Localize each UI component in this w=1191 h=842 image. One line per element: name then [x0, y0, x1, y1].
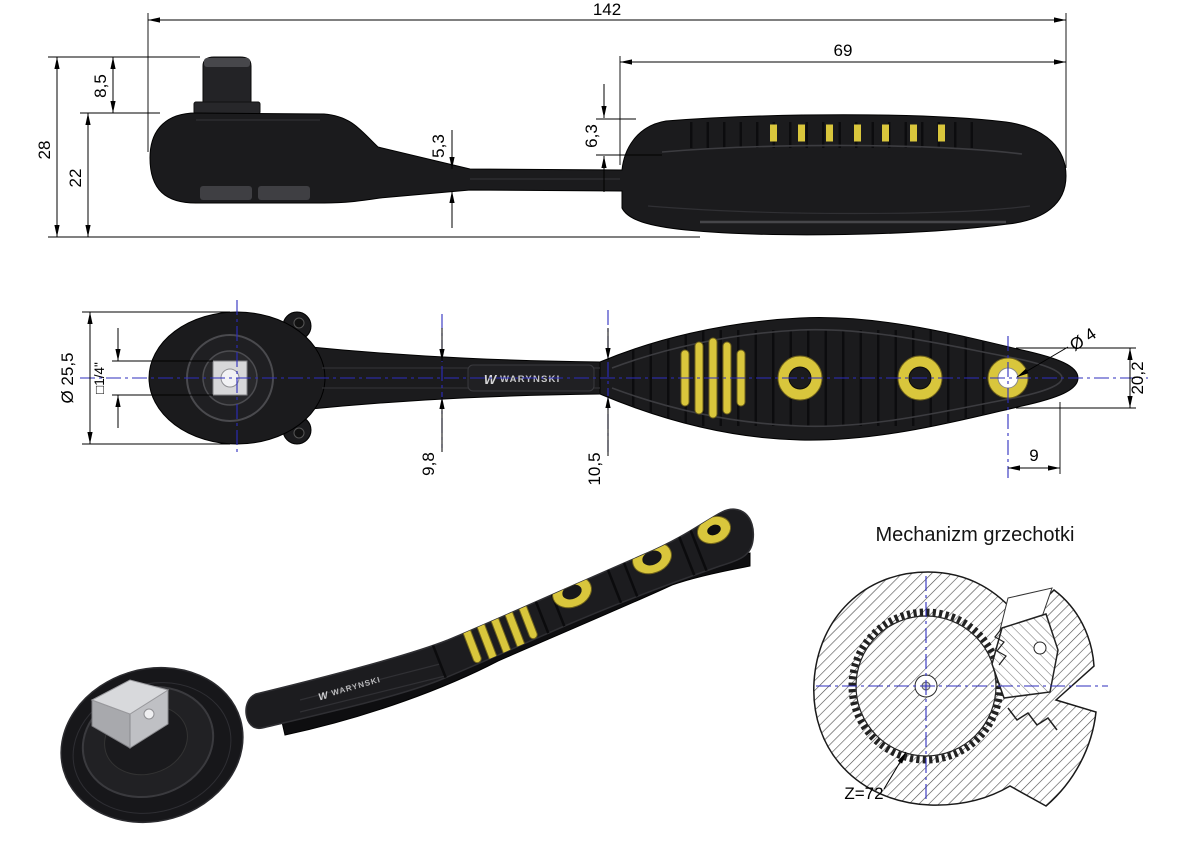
dim-head-height: 22: [66, 112, 160, 237]
handle-3d-top: [245, 508, 755, 729]
svg-text:69: 69: [834, 41, 853, 60]
square-drive-3d: [90, 679, 170, 749]
svg-text:10,5: 10,5: [585, 452, 604, 485]
head-plate-right: [258, 186, 310, 200]
dim-neck-thickness: 5,3: [429, 130, 455, 228]
dim-neck-width: 9,8: [419, 328, 445, 476]
svg-text:□1/4": □1/4": [92, 362, 107, 394]
svg-text:Z=72: Z=72: [844, 784, 883, 803]
dim-total-length: 142: [147, 0, 1067, 168]
dim-drive-height: 8,5: [91, 57, 116, 113]
head-3d: [60, 666, 244, 824]
dim-head-diameter: Ø 25,5: [58, 311, 230, 445]
dim-handle-length: 69: [619, 41, 1066, 165]
dim-square-drive: □1/4": [92, 328, 213, 428]
svg-text:9,8: 9,8: [419, 452, 438, 476]
brand-logo-w: W: [484, 372, 498, 387]
svg-text:5,3: 5,3: [429, 134, 448, 158]
ratchet-body-side: [149, 112, 1067, 236]
mechanism-title: Mechanizm grzechotki: [876, 524, 1075, 546]
dim-hole-offset: 9: [1008, 402, 1061, 474]
svg-text:Ø 4: Ø 4: [1066, 324, 1099, 355]
svg-text:28: 28: [35, 141, 54, 160]
side-view: 142 69 28 22 8,5 5,3: [35, 0, 1067, 238]
dim-end-width: 20,2: [1016, 347, 1147, 409]
perspective-view: W WARYNSKI: [60, 508, 755, 824]
dim-handle-top-offset: 6,3: [582, 84, 662, 192]
mechanism-detail: Mechanizm grzechotki Z=72: [813, 524, 1108, 807]
svg-text:6,3: 6,3: [582, 124, 601, 148]
teeth-count-label: Z=72: [844, 751, 907, 803]
head-plate-left: [200, 186, 252, 200]
top-view: W WARYNSKI Ø 25,5: [58, 300, 1148, 486]
svg-text:9: 9: [1029, 446, 1038, 465]
svg-text:Ø 25,5: Ø 25,5: [58, 352, 77, 403]
brand-name: WARYNSKI: [500, 374, 560, 385]
dim-handle-width: 10,5: [585, 328, 611, 486]
svg-text:8,5: 8,5: [91, 74, 110, 98]
square-drive-side: [193, 56, 261, 115]
pawl-assembly: [991, 587, 1059, 731]
pawl-spring: [1007, 707, 1058, 731]
svg-text:20,2: 20,2: [1128, 361, 1147, 394]
svg-text:22: 22: [66, 169, 85, 188]
svg-text:142: 142: [593, 0, 621, 19]
dim-total-height: 28: [35, 56, 700, 238]
